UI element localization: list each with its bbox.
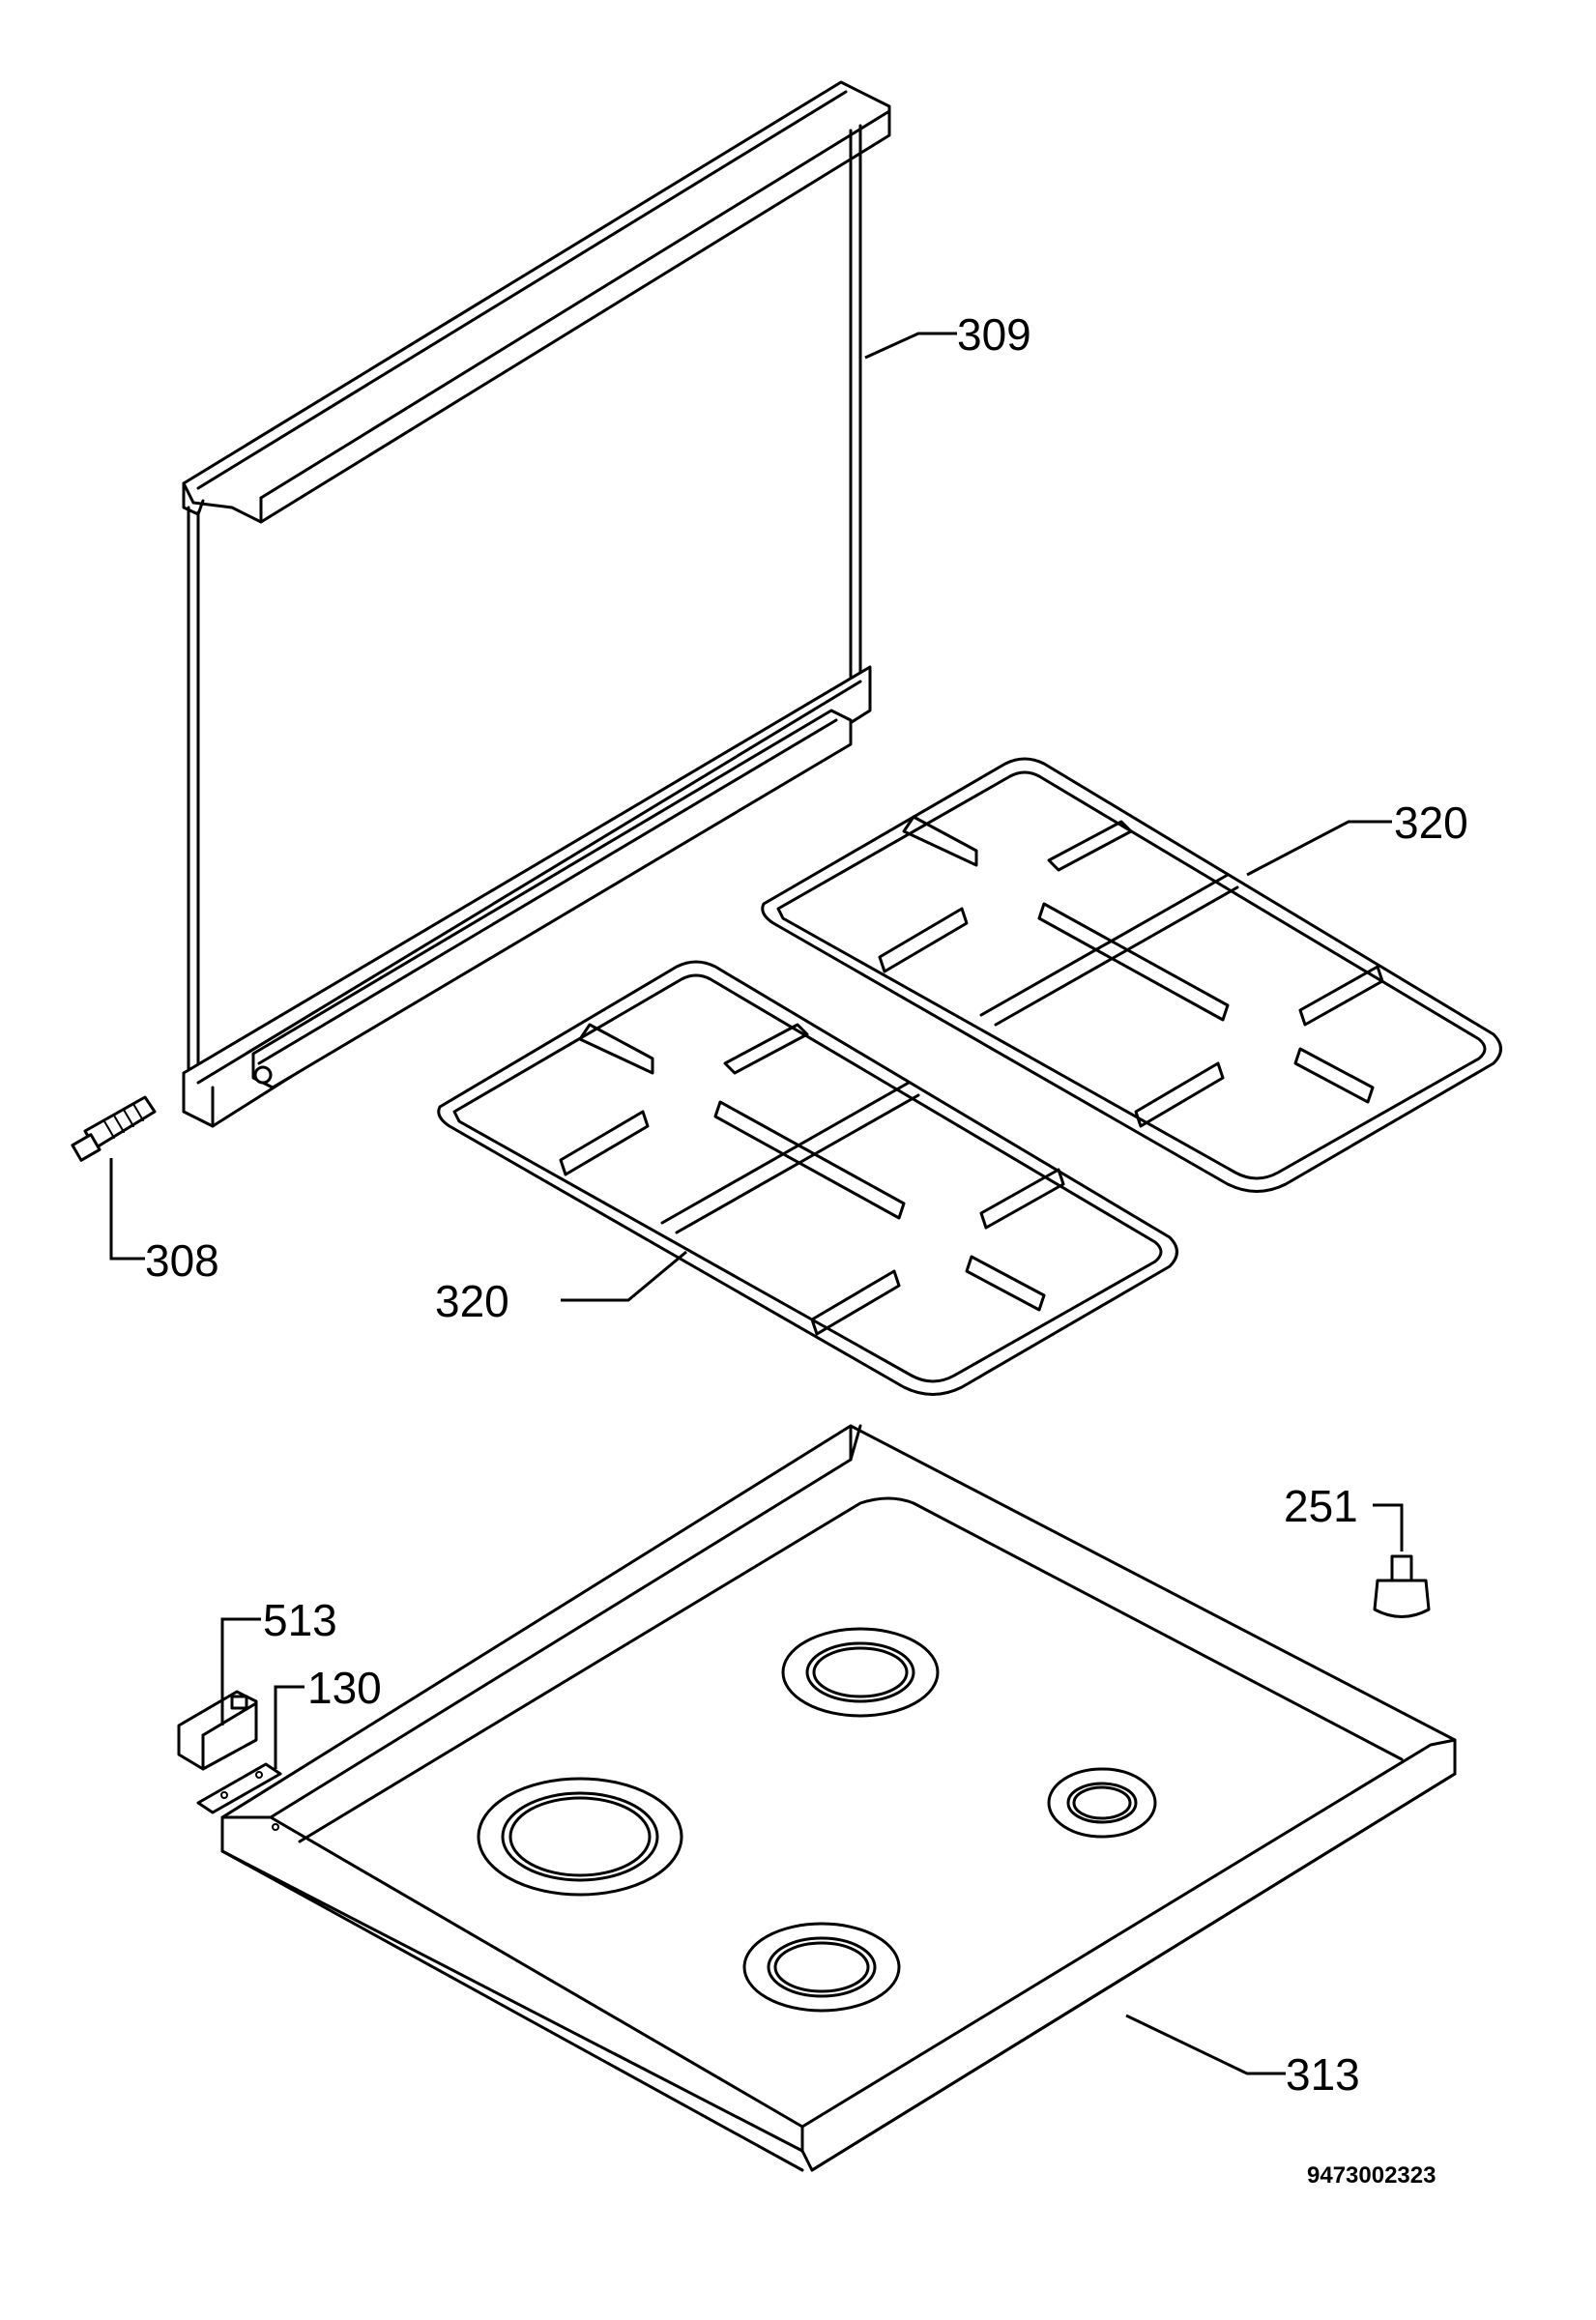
glass-lid-309 [182, 80, 891, 1128]
callout-320-back: 320 [1394, 798, 1468, 848]
callout-313: 313 [1286, 2049, 1360, 2100]
drawing-reference-code: 9473002323 [1307, 2162, 1436, 2189]
leader-309 [864, 332, 957, 360]
callout-130: 130 [307, 1663, 382, 1713]
knob-251 [1373, 1554, 1431, 1618]
leader-513 [220, 1617, 261, 1726]
burner-right-small [1047, 1767, 1157, 1839]
leader-320-back [1246, 820, 1392, 877]
hinge-pin-308 [71, 1095, 157, 1162]
callout-251: 251 [1284, 1481, 1358, 1531]
burner-left-large [477, 1777, 683, 1897]
bracket-130 [196, 1762, 282, 1831]
leader-313 [1125, 2014, 1286, 2075]
leader-320-front [561, 1250, 687, 1302]
pan-support-320-back [761, 757, 1502, 1193]
leader-130 [274, 1685, 305, 1769]
pan-support-320-front [437, 960, 1178, 1396]
callout-308: 308 [145, 1235, 219, 1286]
burner-front [742, 1922, 901, 2013]
ignition-block-513 [177, 1690, 258, 1771]
callout-320-front: 320 [435, 1276, 509, 1326]
burner-rear [781, 1627, 940, 1718]
hob-top-313 [220, 1424, 1457, 2172]
callout-513: 513 [263, 1595, 337, 1645]
leader-251 [1373, 1503, 1404, 1552]
callout-309: 309 [957, 309, 1031, 360]
leader-308 [109, 1158, 145, 1261]
